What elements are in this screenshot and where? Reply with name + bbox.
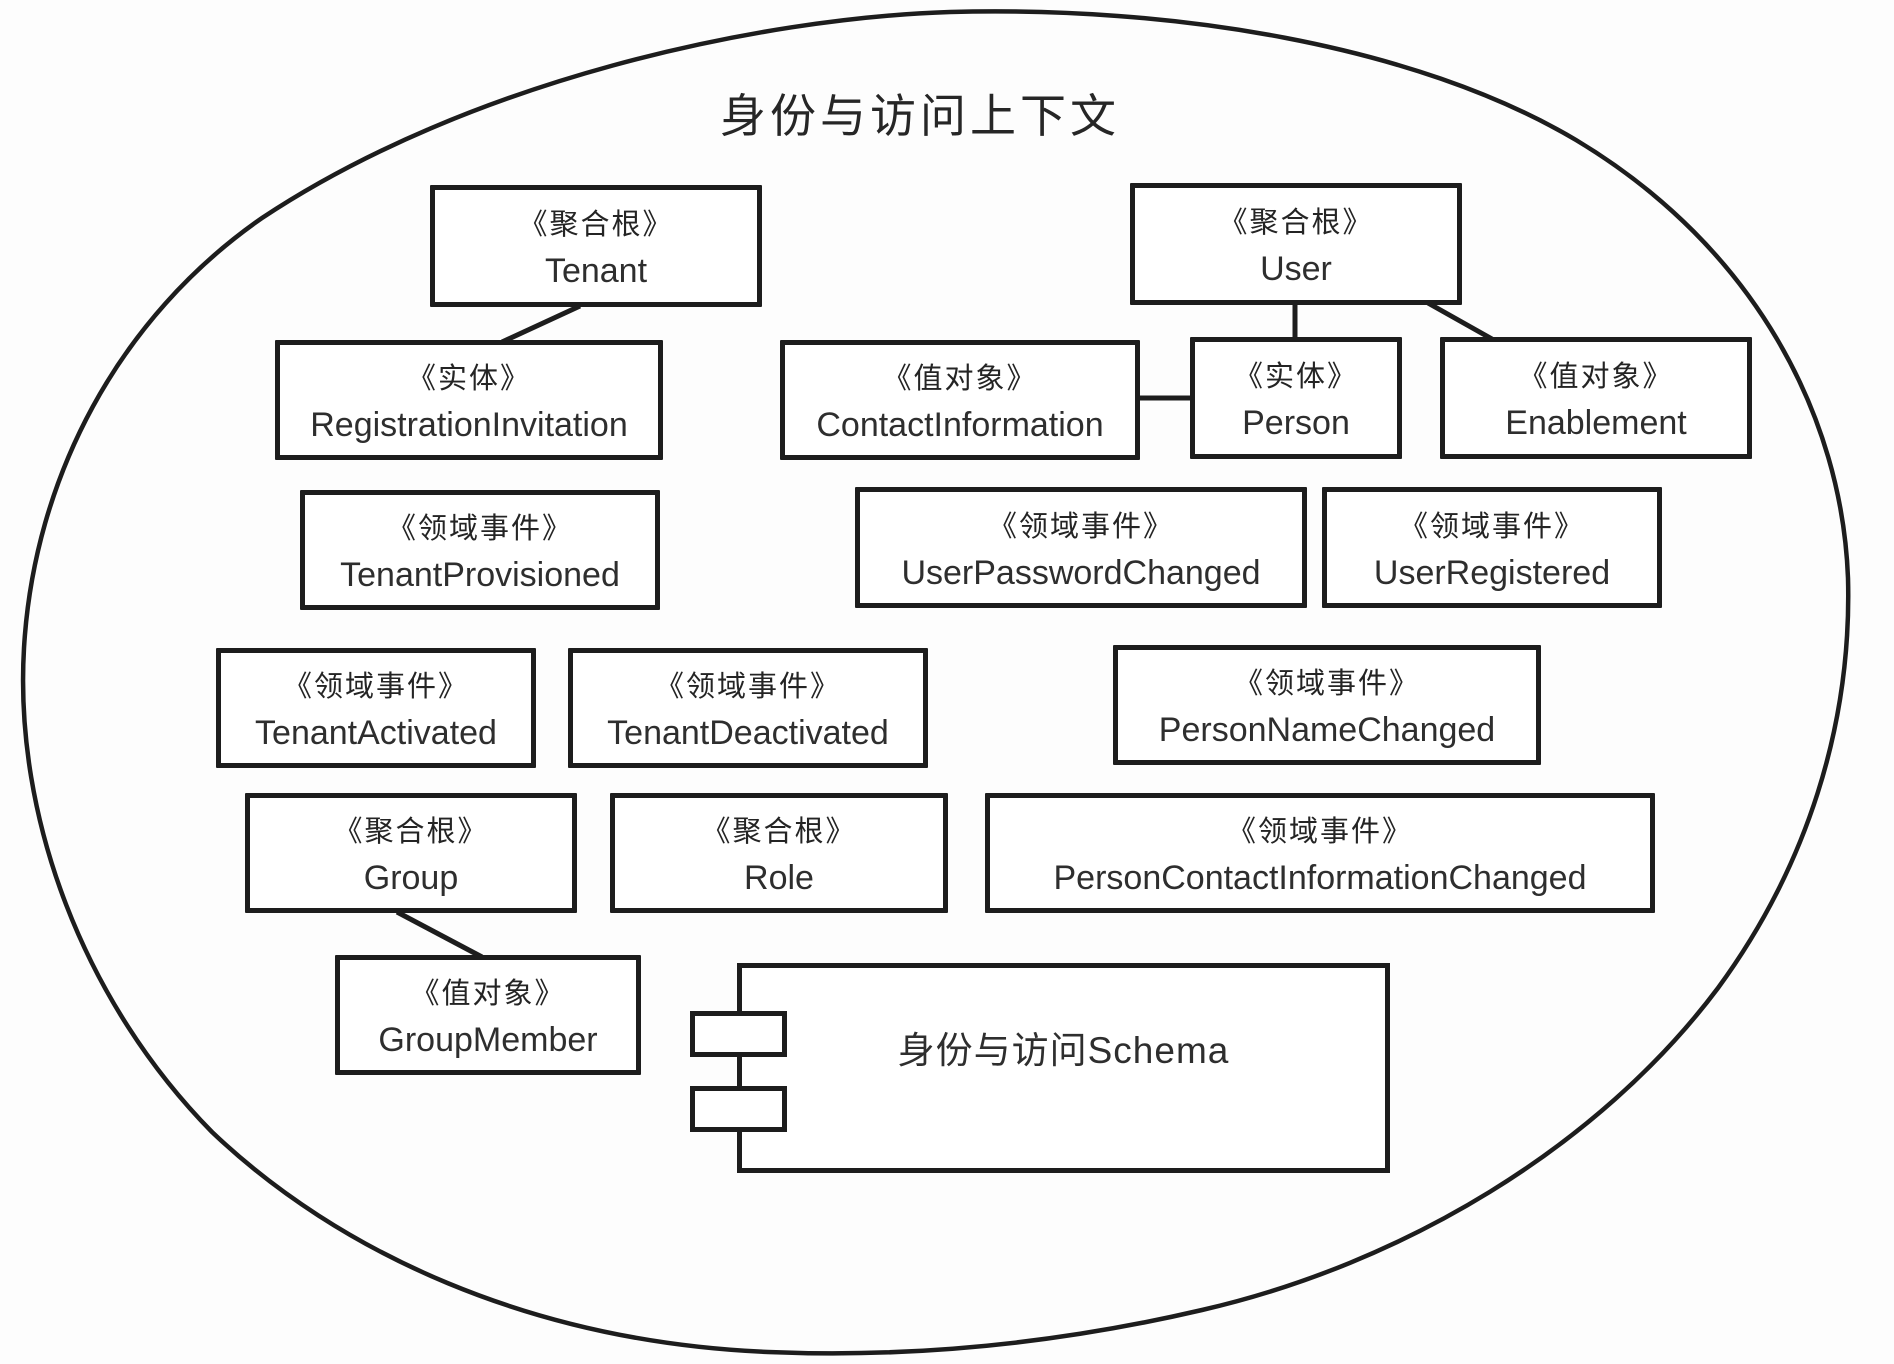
component-identity-access-schema: 身份与访问Schema (690, 963, 1390, 1173)
stereotype-label: 《领域事件》 (1233, 668, 1420, 700)
node-contact-information: 《值对象》 ContactInformation (780, 340, 1140, 460)
node-user-registered: 《领域事件》 UserRegistered (1322, 487, 1662, 608)
stereotype-label: 《聚合根》 (333, 816, 489, 848)
stereotype-label: 《值对象》 (410, 978, 566, 1010)
context-title: 身份与访问上下文 (720, 90, 1120, 142)
node-name-label: TenantActivated (255, 714, 497, 752)
node-name-label: TenantProvisioned (340, 556, 620, 594)
node-name-label: Tenant (544, 252, 648, 290)
node-name-label: Role (744, 859, 814, 897)
stereotype-label: 《领域事件》 (654, 671, 841, 703)
connector-tenant-to-registration-invitation (500, 303, 582, 345)
node-name-label: PersonContactInformationChanged (1053, 859, 1587, 897)
node-registration-invitation: 《实体》 RegistrationInvitation (275, 340, 663, 460)
connector-user-to-enablement (1426, 300, 1494, 342)
stereotype-label: 《聚合根》 (701, 816, 857, 848)
node-name-label: ContactInformation (816, 406, 1104, 444)
node-person-contact-information-changed: 《领域事件》 PersonContactInformationChanged (985, 793, 1655, 913)
stereotype-label: 《领域事件》 (987, 510, 1174, 543)
stereotype-label: 《领域事件》 (386, 513, 573, 545)
component-port-icon-bottom (690, 1086, 787, 1132)
node-tenant-provisioned: 《领域事件》 TenantProvisioned (300, 490, 660, 610)
node-person-name-changed: 《领域事件》 PersonNameChanged (1113, 645, 1541, 765)
component-name-label: 身份与访问Schema (897, 1030, 1230, 1071)
stereotype-label: 《值对象》 (882, 363, 1038, 395)
stereotype-label: 《领域事件》 (1226, 816, 1413, 848)
node-group-member: 《值对象》 GroupMember (335, 955, 641, 1075)
node-enablement: 《值对象》 Enablement (1440, 337, 1752, 459)
stereotype-label: 《领域事件》 (1398, 510, 1585, 543)
node-role: 《聚合根》 Role (610, 793, 948, 913)
node-name-label: Enablement (1505, 404, 1687, 442)
node-name-label: GroupMember (378, 1021, 598, 1059)
stereotype-label: 《实体》 (406, 363, 531, 395)
stereotype-label: 《值对象》 (1518, 361, 1674, 393)
node-name-label: UserRegistered (1373, 553, 1611, 592)
node-tenant: 《聚合根》 Tenant (430, 185, 762, 307)
node-person: 《实体》 Person (1190, 337, 1402, 459)
node-user-password-changed: 《领域事件》 UserPasswordChanged (855, 487, 1307, 608)
node-group: 《聚合根》 Group (245, 793, 577, 913)
stereotype-label: 《聚合根》 (518, 209, 674, 241)
node-name-label: Person (1242, 404, 1350, 442)
context-boundary-outline (20, 9, 1851, 1356)
component-port-icon-top (690, 1011, 787, 1057)
stereotype-label: 《实体》 (1233, 361, 1358, 393)
node-name-label: RegistrationInvitation (310, 406, 628, 444)
node-name-label: PersonNameChanged (1158, 711, 1496, 749)
stereotype-label: 《聚合根》 (1218, 207, 1374, 239)
node-user: 《聚合根》 User (1130, 183, 1462, 305)
node-name-label: User (1260, 250, 1332, 288)
node-name-label: TenantDeactivated (607, 714, 889, 752)
stereotype-label: 《领域事件》 (282, 671, 469, 703)
node-tenant-activated: 《领域事件》 TenantActivated (216, 648, 536, 768)
node-name-label: Group (363, 859, 459, 897)
connector-lines (395, 300, 1494, 960)
connector-group-to-group-member (395, 909, 484, 960)
node-tenant-deactivated: 《领域事件》 TenantDeactivated (568, 648, 928, 768)
node-name-label: UserPasswordChanged (901, 553, 1261, 592)
